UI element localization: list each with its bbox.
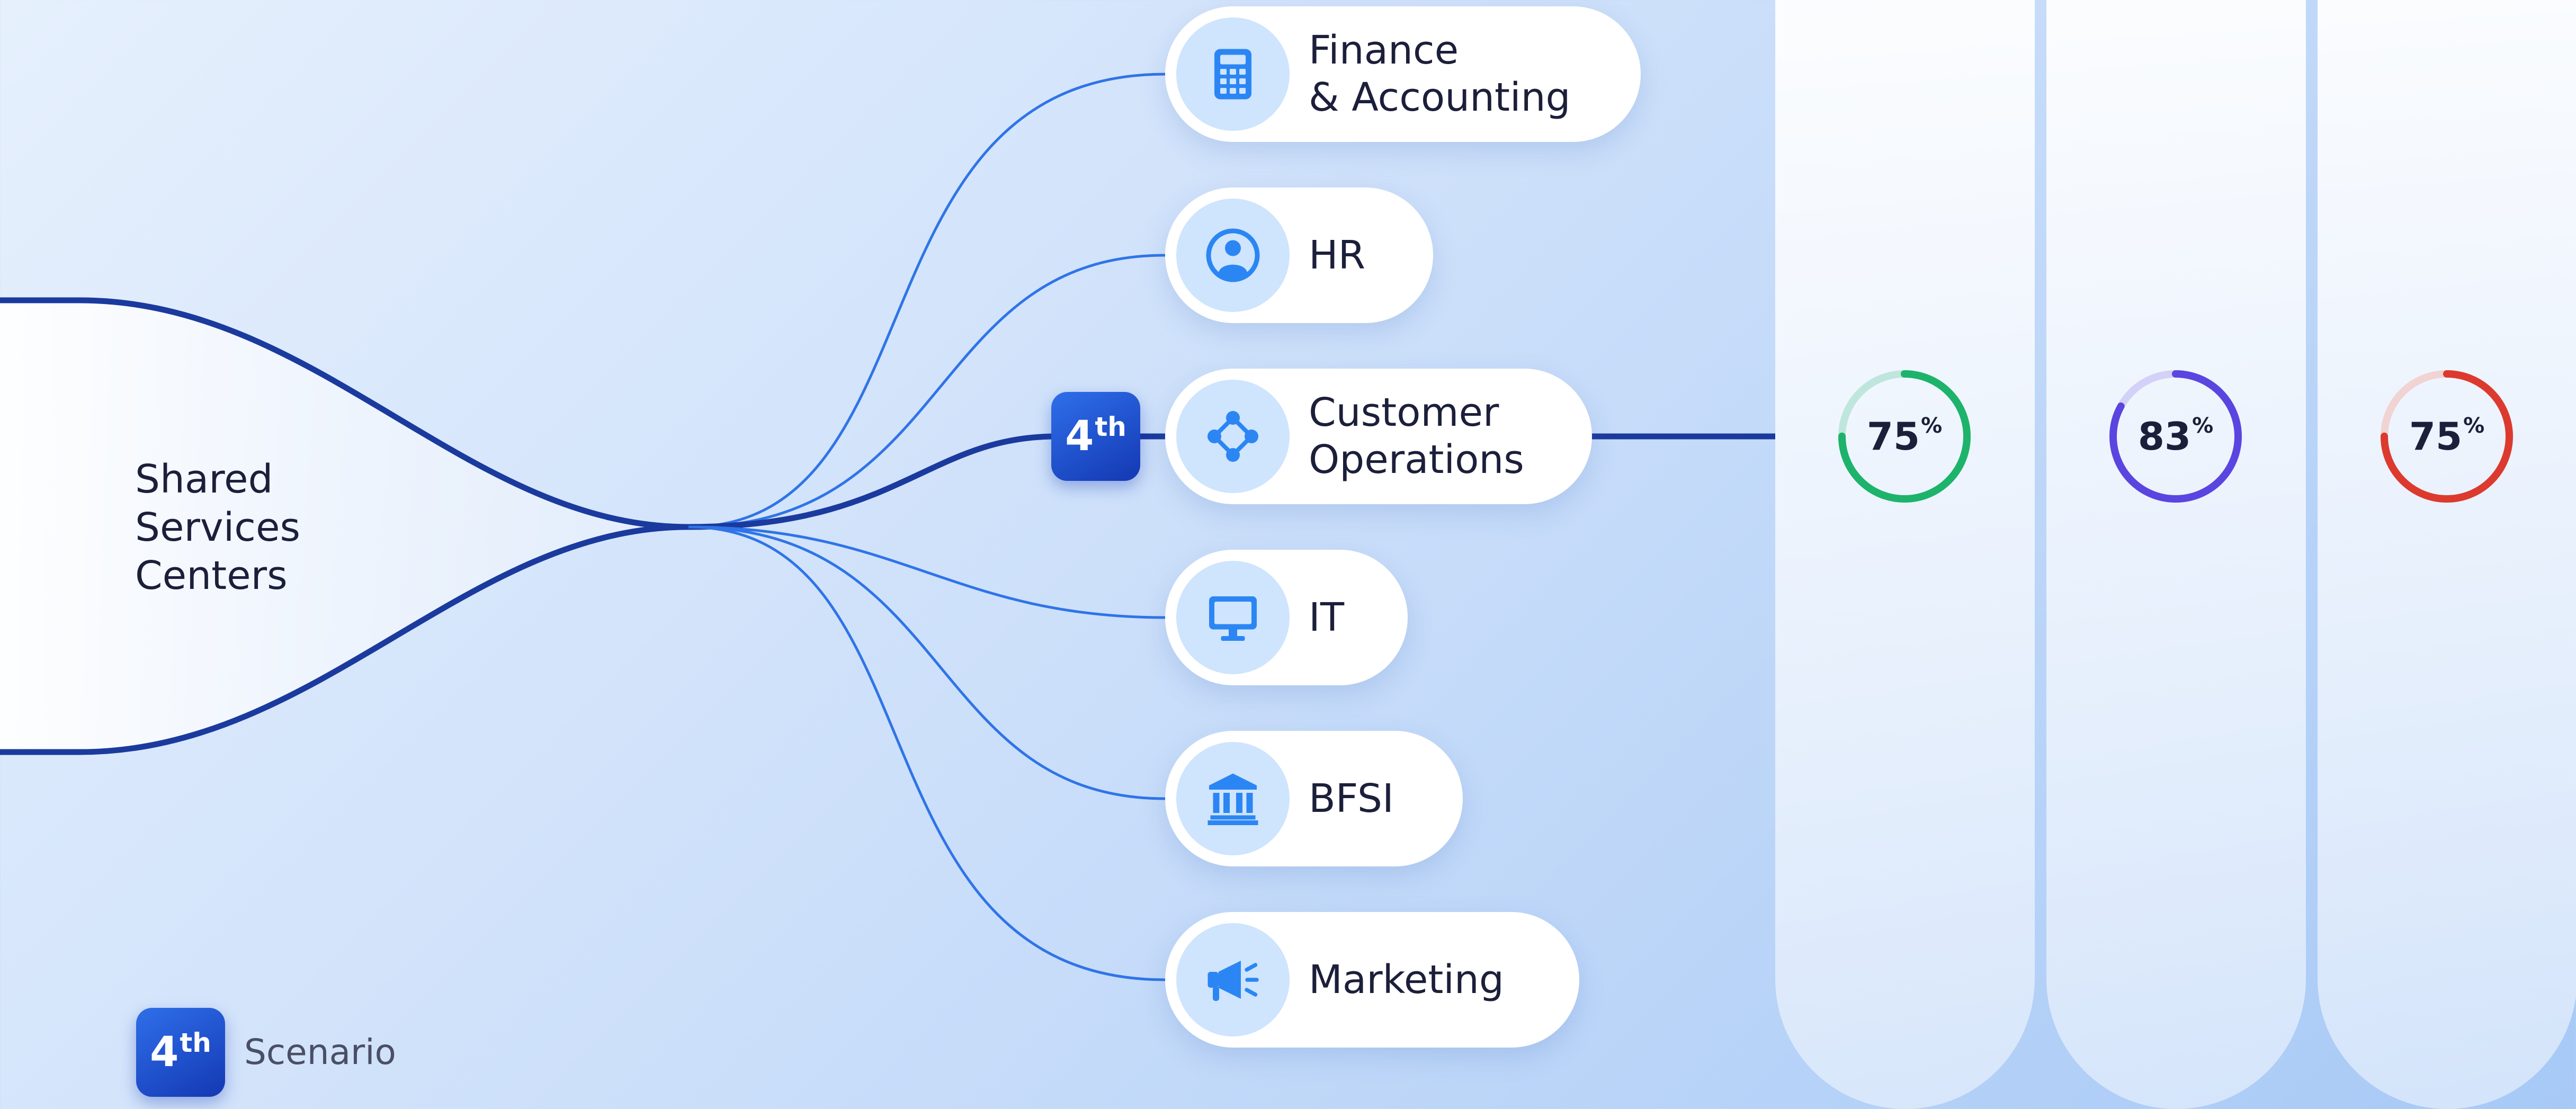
metric-column-3 <box>2318 0 2576 1109</box>
root-label-line: Shared <box>135 457 273 502</box>
root-label-line: Services <box>135 505 301 550</box>
root-label-line: Centers <box>135 553 288 598</box>
root-outline-bottom <box>0 524 689 755</box>
gauge-number: 83 <box>2137 414 2192 459</box>
megaphone-icon <box>1176 923 1290 1036</box>
gauge-unit: % <box>2192 414 2214 438</box>
scenario-badge-suffix: th <box>180 1027 211 1058</box>
gauge-unit: % <box>1921 414 1943 438</box>
gauge-number: 75 <box>1866 414 1920 459</box>
connector-hr <box>688 254 1166 529</box>
node-label-line: BFSI <box>1309 775 1394 821</box>
node-label: Customer Operations <box>1309 389 1524 484</box>
gauge-arc <box>2109 370 2242 503</box>
gauge-value: 75% <box>2377 367 2516 506</box>
node-label: Finance & Accounting <box>1309 27 1570 121</box>
calculator-icon <box>1176 17 1290 131</box>
gauge-number: 75 <box>2409 414 2463 459</box>
gauge-arc <box>1838 370 1971 503</box>
node-hr[interactable]: HR <box>1165 187 1433 323</box>
node-label-line: & Accounting <box>1309 75 1571 120</box>
node-label-line: IT <box>1309 594 1345 640</box>
gauge-arc <box>2381 370 2513 503</box>
metric-gauge-3: 75% <box>2377 367 2516 506</box>
node-it[interactable]: IT <box>1165 550 1408 685</box>
node-bfsi[interactable]: BFSI <box>1165 731 1463 866</box>
metric-column-1 <box>1775 0 2035 1109</box>
node-label: IT <box>1309 594 1344 641</box>
connector-bfsi <box>688 525 1166 800</box>
node-label-line: Customer <box>1309 390 1499 435</box>
node-customer-operations[interactable]: Customer Operations <box>1165 369 1592 504</box>
node-label-line: HR <box>1309 232 1366 278</box>
connector-finance <box>688 73 1166 529</box>
user-icon <box>1176 199 1290 312</box>
node-label: BFSI <box>1309 775 1394 822</box>
root-outline-top <box>0 297 689 530</box>
metric-gauge-1: 75% <box>1835 367 1974 506</box>
selection-badge-number: 4 <box>1065 413 1094 460</box>
connector-marketing <box>688 525 1166 981</box>
bank-icon <box>1176 742 1290 855</box>
root-shape <box>0 300 688 752</box>
node-label-line: Operations <box>1309 437 1524 482</box>
node-label: Marketing <box>1309 956 1504 1004</box>
scenario-badge-number: 4 <box>150 1028 179 1076</box>
root-label: Shared Services Centers <box>135 455 300 600</box>
monitor-icon <box>1176 561 1290 674</box>
gauge-value: 75% <box>1835 367 1974 506</box>
node-label: HR <box>1309 232 1365 279</box>
scenario-label: Scenario <box>244 1032 396 1072</box>
node-finance-accounting[interactable]: Finance & Accounting <box>1165 6 1641 142</box>
connector-it <box>688 525 1166 619</box>
connector-customer-operations <box>688 433 1057 530</box>
metric-gauge-2: 83% <box>2106 367 2245 506</box>
node-label-line: Marketing <box>1309 956 1504 1003</box>
gauge-value: 83% <box>2106 367 2245 506</box>
node-marketing[interactable]: Marketing <box>1165 912 1579 1048</box>
node-label-line: Finance <box>1309 28 1459 73</box>
network-icon <box>1176 380 1290 493</box>
selection-badge-suffix: th <box>1095 412 1126 442</box>
metric-column-2 <box>2046 0 2306 1109</box>
gauge-unit: % <box>2463 414 2485 438</box>
